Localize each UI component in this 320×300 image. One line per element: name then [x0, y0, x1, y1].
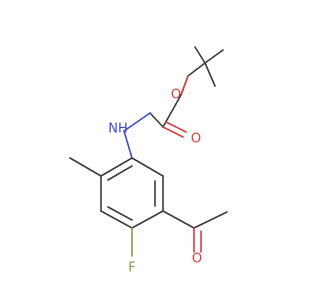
ring-bond-bottom-left [100, 210, 133, 229]
bond-tbutyl-left [187, 62, 206, 77]
carbonyl-oxygen-label: O [191, 132, 201, 147]
ring-bond-top-right [131, 157, 164, 177]
amine-label: NH [108, 122, 128, 137]
bond-carbonyl-oxygen-2 [165, 121, 187, 133]
bond-ester-oxygen [180, 75, 189, 96]
bond-nh-carbamate [123, 112, 151, 132]
bond-methyl [69, 157, 102, 177]
bond-tbutyl-lower [204, 62, 216, 87]
bond-tbutyl-right [204, 49, 224, 64]
ester-oxygen-label: O [171, 88, 181, 103]
ring-double-bond-inner-1 [107, 165, 133, 181]
bond-carbamate-left [149, 112, 164, 128]
bond-acetyl-methyl [193, 211, 228, 229]
acetyl-oxygen-label: O [192, 252, 202, 267]
fluorine-label: F [128, 261, 135, 276]
ring-bond-top-left [100, 157, 133, 177]
bond-nh-ring [123, 130, 133, 159]
ring-double-bond-inner-3 [107, 206, 133, 221]
ring-bond-bottom-right [131, 210, 164, 229]
bond-tbutyl-upper [194, 46, 206, 64]
bond-acetyl-ring [162, 210, 195, 229]
molecule-structure-diagram: O O NH F O [69, 46, 228, 276]
bond-carbonyl-oxygen-1 [162, 126, 184, 138]
